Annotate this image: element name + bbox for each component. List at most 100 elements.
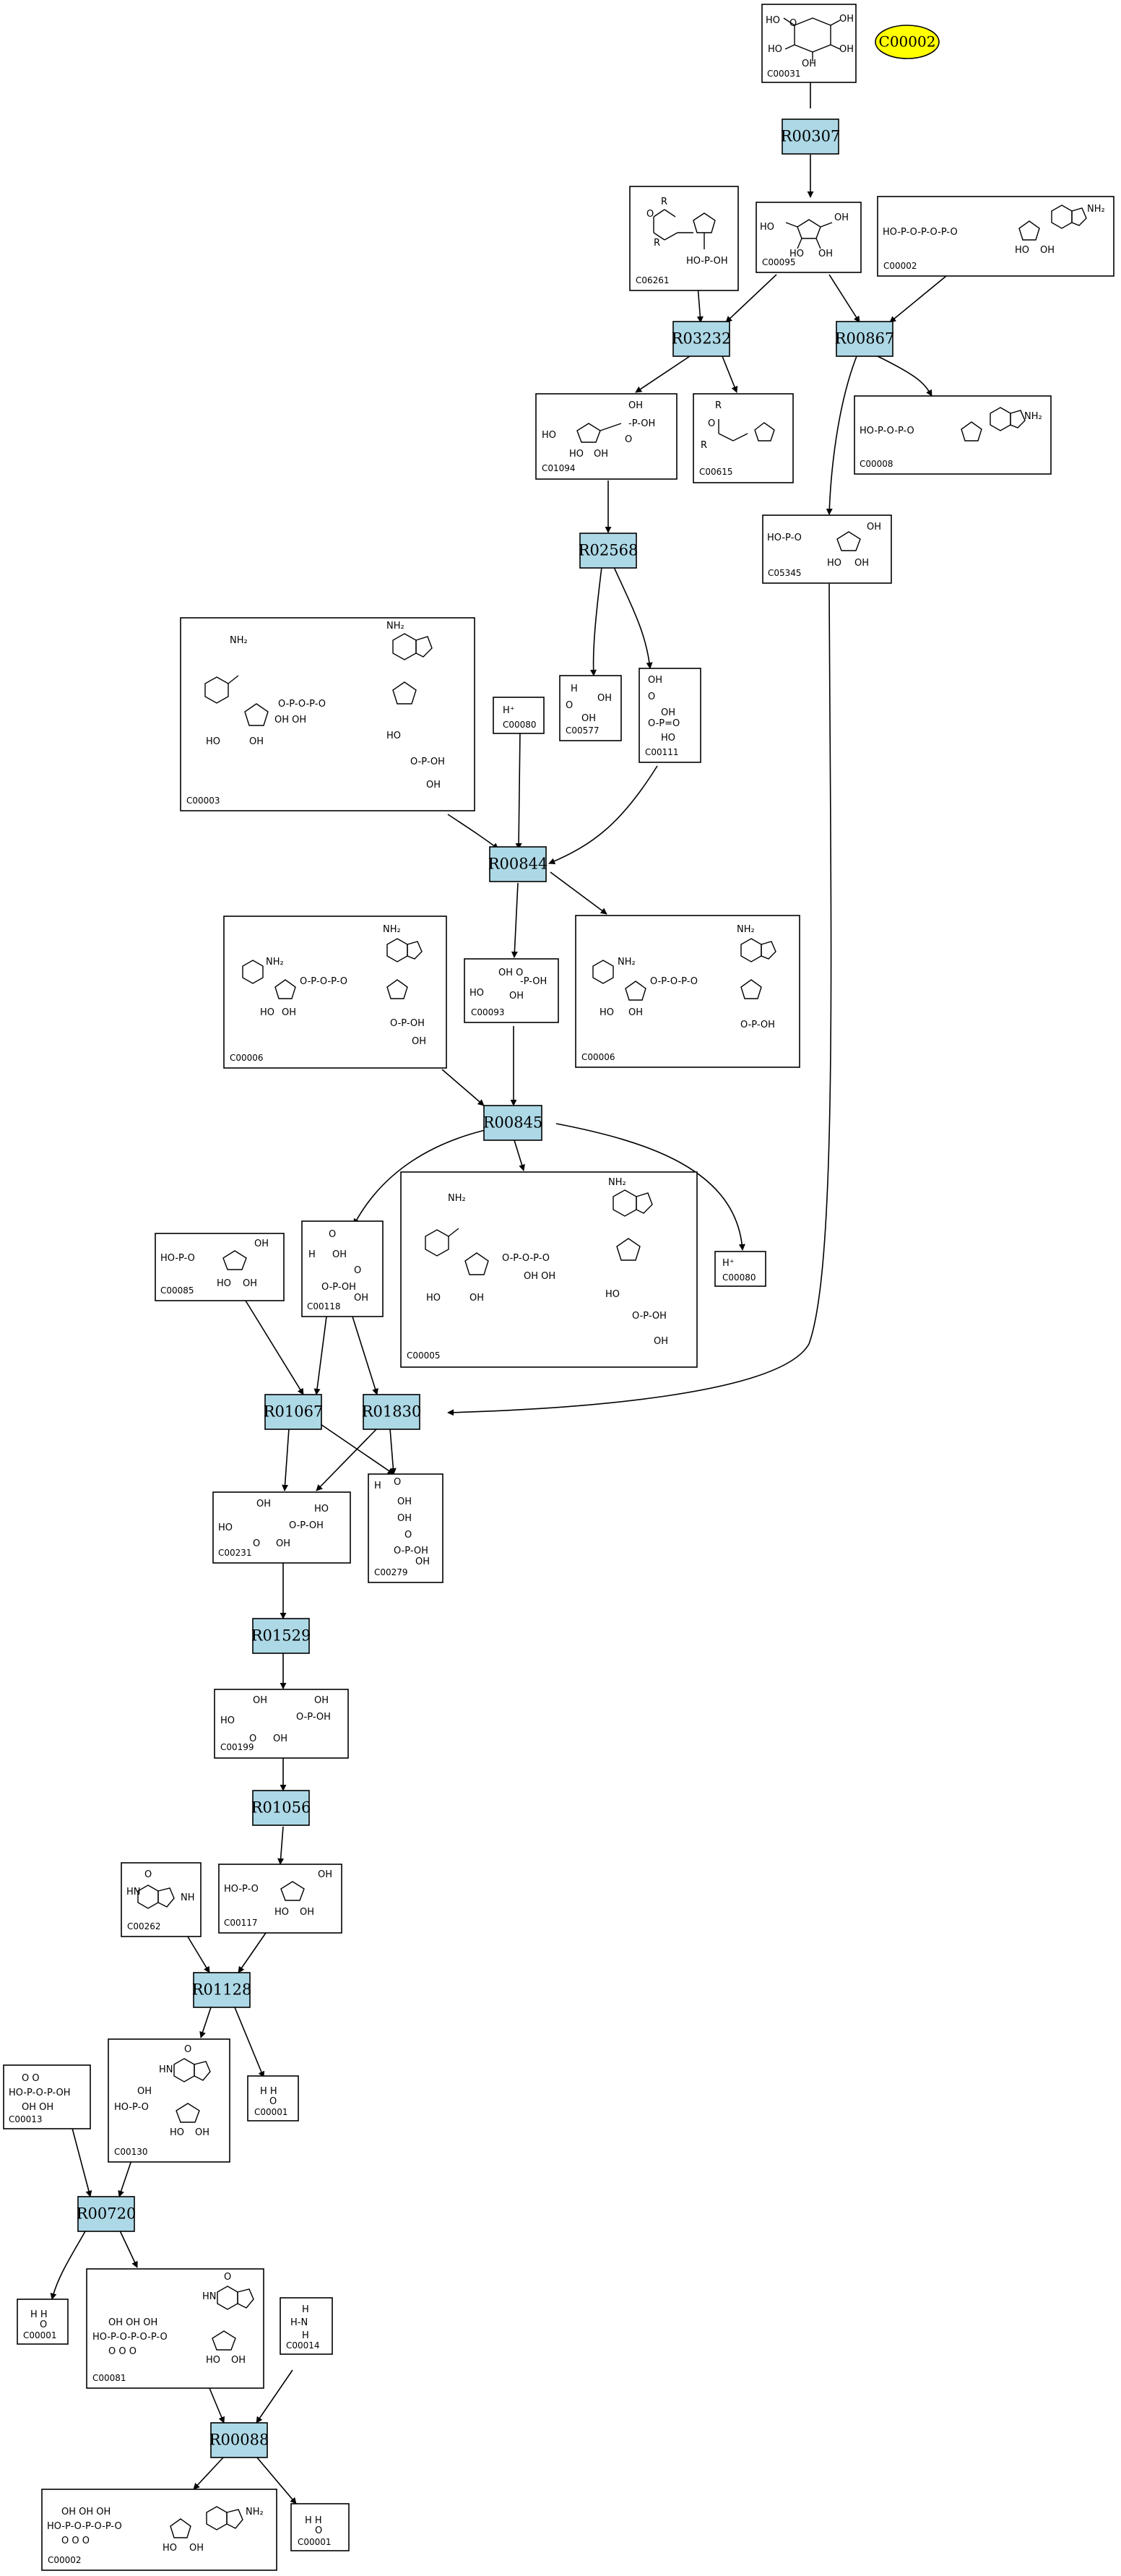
- atom-label: OH OH OH: [108, 2317, 157, 2328]
- compound-id: C00001: [23, 2330, 57, 2340]
- compound-node[interactable]: O HO OH OH HO OH C00031: [761, 4, 857, 83]
- compound-id: C00095: [762, 257, 796, 267]
- structure-glyph: [217, 2286, 254, 2310]
- compound-node[interactable]: HO-P-O OH HO OH C05345: [762, 514, 892, 584]
- edge: [256, 2456, 297, 2504]
- compound-node[interactable]: OH O HO -P-OH OH C00093: [464, 958, 559, 1023]
- edge: [511, 882, 519, 958]
- compound-node[interactable]: OH O OH O-P=O HO C00111: [639, 668, 701, 763]
- compound-node[interactable]: H H O C00001: [247, 2075, 299, 2121]
- atom-label: OH: [254, 1239, 269, 1249]
- reaction-node-r00845[interactable]: R00845: [483, 1105, 543, 1141]
- reaction-node-r03232[interactable]: R03232: [672, 321, 732, 357]
- structure-glyph: [653, 209, 716, 249]
- atom-label: HO: [600, 1007, 614, 1018]
- structure-glyph: [212, 2330, 236, 2351]
- compound-id: C00130: [114, 2147, 148, 2157]
- reaction-node-r01830[interactable]: R01830: [362, 1394, 422, 1430]
- compound-node[interactable]: R O R HO-P-OH C06261: [629, 186, 739, 291]
- compound-node[interactable]: O HN NH C00262: [121, 1862, 202, 1937]
- compound-node[interactable]: HO-P-O-P-O NH₂ C00008: [854, 395, 1052, 475]
- reaction-label: R00844: [488, 856, 548, 873]
- compound-node[interactable]: H⁺ C00080: [493, 697, 545, 734]
- compound-node[interactable]: H H-N H C00014: [280, 2297, 333, 2355]
- reaction-label: R01529: [251, 1627, 311, 1645]
- pathway-edges: [50, 79, 947, 2504]
- atom-label: HO-P-O-P-O: [860, 426, 914, 436]
- atom-label: O: [224, 2272, 231, 2283]
- reaction-label: R00720: [77, 2205, 137, 2223]
- atom-label: OH: [1040, 245, 1055, 256]
- compound-node[interactable]: H O OH OH C00577: [559, 675, 622, 741]
- edge: [613, 567, 653, 669]
- structure-glyph: [613, 1189, 653, 1217]
- edge: [238, 1932, 267, 1973]
- highlight-compound[interactable]: C00002: [875, 25, 940, 59]
- compound-node[interactable]: H⁺ C00080: [714, 1251, 766, 1287]
- atom-label: OH: [253, 1695, 267, 1706]
- edge: [313, 1316, 327, 1395]
- structure-glyph: [173, 2058, 211, 2082]
- compound-node[interactable]: NH₂ O-P-O-P-O OH OH NH₂ HO OH HO O-P-OH …: [180, 617, 475, 811]
- structure-glyph: [592, 960, 614, 984]
- atom-label: HO-P-O-P-O-P-O: [47, 2521, 122, 2532]
- compound-node[interactable]: HO-P-O OH HO OH C00085: [155, 1233, 285, 1301]
- reaction-node-r01067[interactable]: R01067: [264, 1394, 324, 1430]
- reaction-node-r00720[interactable]: R00720: [77, 2196, 137, 2232]
- reaction-node-r01529[interactable]: R01529: [251, 1618, 311, 1654]
- structure-glyph: [222, 1250, 247, 1270]
- edge: [555, 1123, 745, 1251]
- edge: [199, 2007, 212, 2038]
- atom-label: OH: [318, 1869, 332, 1880]
- atom-label: OH: [854, 558, 869, 569]
- compound-node[interactable]: OH -P-OH O HO HO OH C01094: [535, 393, 678, 480]
- compound-node[interactable]: O HN OH HO-P-O HO OH C00130: [108, 2038, 230, 2163]
- compound-id: C00111: [645, 747, 679, 757]
- compound-node[interactable]: HO-P-O OH HO OH C00117: [218, 1864, 342, 1934]
- atom-label: OH: [469, 1293, 484, 1304]
- structure-glyph: [990, 407, 1026, 431]
- atom-label: OH OH OH: [61, 2507, 111, 2517]
- compound-id: C00013: [9, 2114, 43, 2124]
- atom-label: HO: [260, 1007, 274, 1018]
- compound-node[interactable]: H O OH OH O O-P-OH OH C00279: [368, 1473, 443, 1583]
- compound-node[interactable]: NH₂ O-P-O-P-O OH OH NH₂ HO OH HO O-P-OH …: [400, 1171, 698, 1368]
- reaction-node-r01128[interactable]: R01128: [192, 1972, 252, 2008]
- atom-label: R: [661, 197, 667, 207]
- compound-node[interactable]: NH₂ O-P-O-P-O NH₂ HO OH O-P-OH OH C00006: [223, 916, 447, 1069]
- compound-node[interactable]: H H O C00001: [17, 2299, 69, 2345]
- atom-label: NH₂: [383, 924, 401, 935]
- atom-label: OH: [276, 1538, 290, 1549]
- compound-id: C00117: [224, 1918, 258, 1928]
- reaction-node-r00088[interactable]: R00088: [209, 2422, 269, 2458]
- reaction-node-r00844[interactable]: R00844: [488, 846, 548, 882]
- compound-id: C00001: [298, 2537, 332, 2547]
- edge: [514, 1140, 525, 1171]
- reaction-node-r01056[interactable]: R01056: [251, 1790, 311, 1826]
- atom-label: H: [308, 1249, 316, 1260]
- compound-node[interactable]: O H OH O O-P-OH OH C00118: [301, 1220, 384, 1317]
- compound-node[interactable]: HO OH HO OH C00095: [756, 202, 862, 273]
- compound-node[interactable]: OH OH HO O-P-OH O OH C00199: [214, 1689, 349, 1759]
- reaction-node-r00867[interactable]: R00867: [835, 321, 895, 357]
- compound-node[interactable]: OH OH OH HO-P-O-P-O-P-O O O O NH₂ HO OH …: [41, 2489, 277, 2571]
- atom-label: O-P-OH: [740, 1020, 775, 1030]
- compound-id: C00279: [374, 1567, 408, 1577]
- compound-node[interactable]: O O HO-P-O-P-OH OH OH C00013: [3, 2064, 91, 2129]
- reaction-box: [579, 533, 637, 569]
- compound-node[interactable]: O HN OH OH OH HO-P-O-P-O-P-O O O O HO OH…: [86, 2268, 264, 2389]
- reaction-label: R02568: [579, 542, 639, 559]
- compound-node[interactable]: HO-P-O-P-O-P-O NH₂ HO OH C00002: [877, 196, 1114, 277]
- reaction-node-r00307[interactable]: R00307: [781, 119, 841, 155]
- compound-node[interactable]: R O R C00615: [693, 393, 794, 483]
- compound-node[interactable]: OH HO HO O-P-OH O OH C00231: [212, 1491, 351, 1564]
- atom-label: O: [269, 2096, 277, 2107]
- compound-id: C00262: [127, 1921, 161, 1931]
- compound-node[interactable]: NH₂ O-P-O-P-O NH₂ HO OH O-P-OH C00006: [575, 915, 800, 1068]
- structure-glyph: [170, 2518, 191, 2538]
- reaction-box: [77, 2196, 135, 2232]
- reaction-node-r02568[interactable]: R02568: [579, 533, 639, 569]
- reaction-box: [252, 1618, 310, 1654]
- compound-node[interactable]: H H O C00001: [290, 2503, 350, 2551]
